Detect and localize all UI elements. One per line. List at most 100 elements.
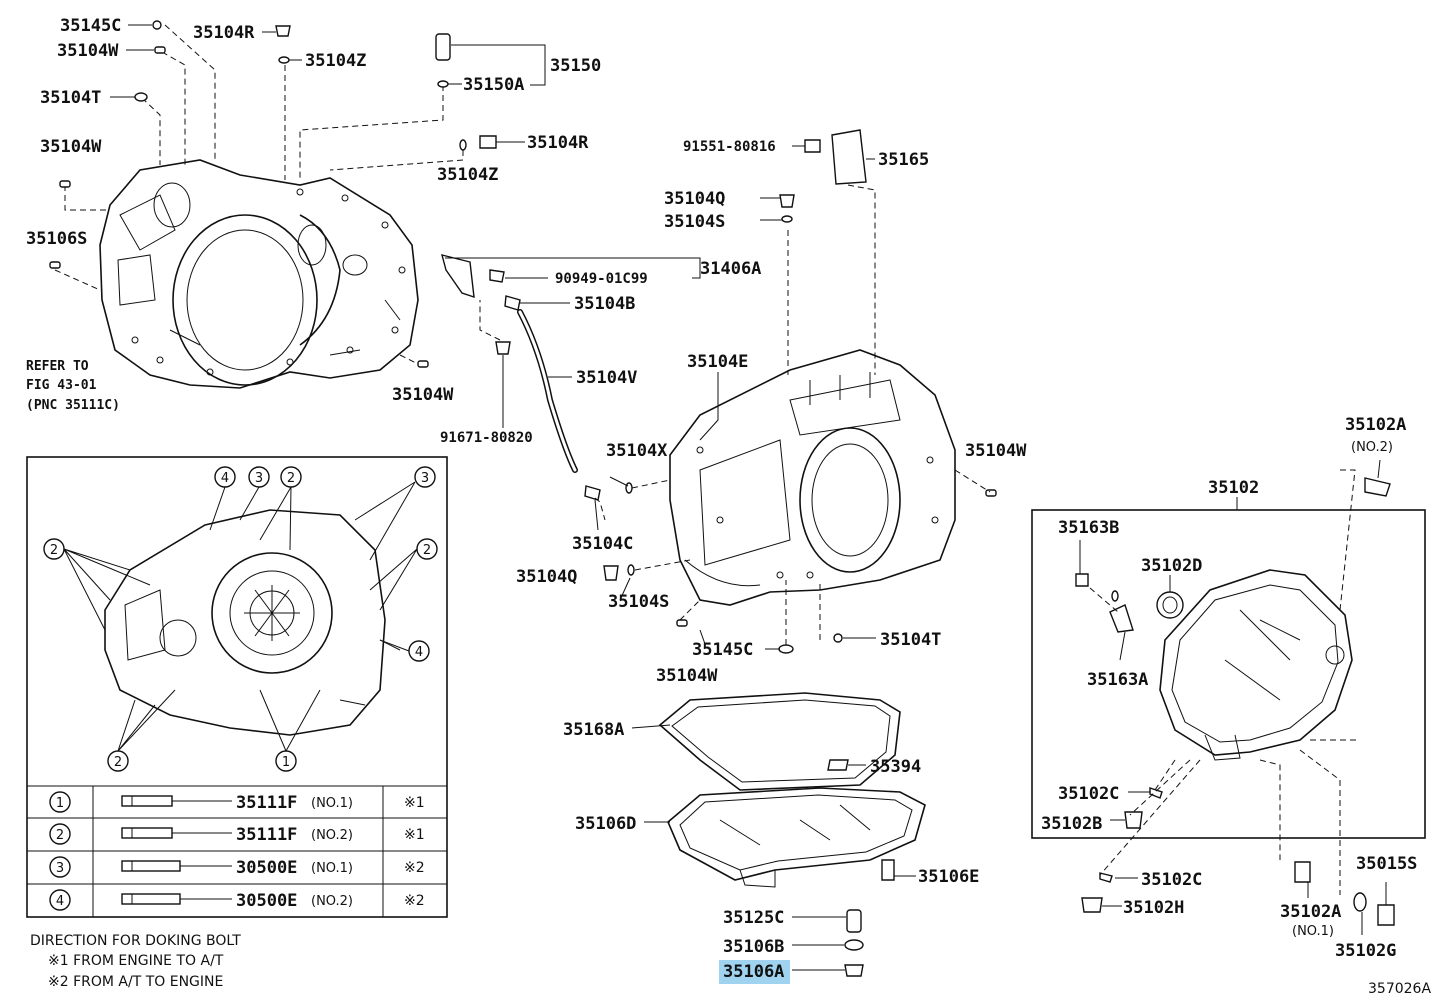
row4-direction: ※2 <box>404 893 425 909</box>
table-row: 1 35111F (NO.1) ※1 <box>49 791 425 813</box>
label-35394[interactable]: 35394 <box>870 757 921 777</box>
label-35104W-c[interactable]: 35104W <box>392 385 454 405</box>
row3-part: 30500E <box>236 858 297 878</box>
label-35106A[interactable]: 35106A <box>723 962 784 982</box>
table-row: 4 30500E (NO.2) ※2 <box>49 889 425 911</box>
callout-2-left: 2 <box>50 543 58 558</box>
label-35145C-top[interactable]: 35145C <box>60 16 121 36</box>
label-35104W-d[interactable]: 35104W <box>965 441 1027 461</box>
label-35102A-bot-no: (NO.1) <box>1292 924 1334 939</box>
transaxle-housing-drawing <box>99 159 419 389</box>
label-35106E[interactable]: 35106E <box>918 867 979 887</box>
label-35150[interactable]: 35150 <box>550 56 601 76</box>
label-35102A-bot[interactable]: 35102A <box>1280 902 1341 922</box>
label-35102C-a[interactable]: 35102C <box>1058 784 1119 804</box>
notes-heading: DIRECTION FOR DOKING BOLT <box>30 933 241 949</box>
callout-1-bottom: 1 <box>282 755 290 770</box>
label-35104W-e[interactable]: 35104W <box>656 666 718 686</box>
label-35104T-bot[interactable]: 35104T <box>880 630 941 650</box>
row2-no: (NO.2) <box>311 828 353 843</box>
label-35102A-top-no: (NO.2) <box>1351 440 1393 455</box>
table-row: 2 35111F (NO.2) ※1 <box>49 823 425 845</box>
transmission-case-drawing <box>669 349 956 606</box>
figure-code: 357026A <box>1368 981 1431 997</box>
label-35104R-mid[interactable]: 35104R <box>527 133 589 153</box>
label-35163B[interactable]: 35163B <box>1058 518 1119 538</box>
label-91551-80816[interactable]: 91551-80816 <box>683 139 776 155</box>
label-35106B[interactable]: 35106B <box>723 937 784 957</box>
label-90949-01C99[interactable]: 90949-01C99 <box>555 271 648 287</box>
label-35104S-bot[interactable]: 35104S <box>608 592 669 612</box>
label-35106D[interactable]: 35106D <box>575 814 636 834</box>
label-35125C[interactable]: 35125C <box>723 908 784 928</box>
label-35104B[interactable]: 35104B <box>574 294 635 314</box>
label-35102C-b[interactable]: 35102C <box>1141 870 1202 890</box>
label-35165[interactable]: 35165 <box>878 150 929 170</box>
label-35104Q-bot[interactable]: 35104Q <box>516 567 577 587</box>
label-35104S-top[interactable]: 35104S <box>664 212 725 232</box>
refer-line3: (PNC 35111C) <box>26 398 120 413</box>
label-35104R-top[interactable]: 35104R <box>193 23 255 43</box>
row3-no: (NO.1) <box>311 861 353 876</box>
part-labels: 35145C 35104R 35104Z 35104W 35104T 35150… <box>26 16 1431 997</box>
oil-pan-gasket-drawing <box>658 692 901 791</box>
note-2: ※2 FROM A/T TO ENGINE <box>48 974 223 990</box>
label-35104Q-top[interactable]: 35104Q <box>664 189 725 209</box>
label-91671-80820[interactable]: 91671-80820 <box>440 430 533 446</box>
table-row: 3 30500E (NO.1) ※2 <box>49 856 425 878</box>
label-35104W-b[interactable]: 35104W <box>40 137 102 157</box>
label-35104C[interactable]: 35104C <box>572 534 633 554</box>
refer-line2: FIG 43-01 <box>26 378 97 393</box>
row4-no: (NO.2) <box>311 894 353 909</box>
label-35104T-top[interactable]: 35104T <box>40 88 101 108</box>
label-35104W-a[interactable]: 35104W <box>57 41 119 61</box>
row2-circle: 2 <box>56 828 64 843</box>
label-35106S[interactable]: 35106S <box>26 229 87 249</box>
callout-4-right: 4 <box>415 645 423 660</box>
label-35102[interactable]: 35102 <box>1208 478 1259 498</box>
label-35102H[interactable]: 35102H <box>1123 898 1184 918</box>
oil-pan-drawing <box>667 787 926 888</box>
label-35104X[interactable]: 35104X <box>606 441 668 461</box>
row1-direction: ※1 <box>404 795 425 811</box>
bolt-inset-drawing <box>104 509 401 736</box>
row4-circle: 4 <box>56 894 64 909</box>
label-35015S[interactable]: 35015S <box>1356 854 1417 874</box>
label-35168A[interactable]: 35168A <box>563 720 624 740</box>
note-1: ※1 FROM ENGINE TO A/T <box>48 953 224 969</box>
label-35102G[interactable]: 35102G <box>1335 941 1396 961</box>
label-35102A-top[interactable]: 35102A <box>1345 415 1406 435</box>
label-35145C-bot[interactable]: 35145C <box>692 640 753 660</box>
label-35102D[interactable]: 35102D <box>1141 556 1202 576</box>
label-35102B[interactable]: 35102B <box>1041 814 1102 834</box>
row4-part: 30500E <box>236 891 297 911</box>
row1-circle: 1 <box>56 796 64 811</box>
row2-part: 35111F <box>236 825 297 845</box>
label-35104Z-mid[interactable]: 35104Z <box>437 165 498 185</box>
label-35104Z-top[interactable]: 35104Z <box>305 51 366 71</box>
label-35150A[interactable]: 35150A <box>463 75 524 95</box>
highlight-35106A <box>719 960 790 984</box>
refer-line1: REFER TO <box>26 359 89 374</box>
callout-2-bottom: 2 <box>114 755 122 770</box>
inset-callouts: 4 3 2 3 2 2 4 2 1 <box>43 466 438 772</box>
row1-part: 35111F <box>236 793 297 813</box>
label-35104E[interactable]: 35104E <box>687 352 748 372</box>
row1-no: (NO.1) <box>311 796 353 811</box>
label-31406A[interactable]: 31406A <box>700 259 761 279</box>
label-35163A[interactable]: 35163A <box>1087 670 1148 690</box>
label-35104V[interactable]: 35104V <box>576 368 637 388</box>
row3-circle: 3 <box>56 861 64 876</box>
row2-direction: ※1 <box>404 827 425 843</box>
callout-2-top: 2 <box>287 471 295 486</box>
callout-2-right: 2 <box>423 543 431 558</box>
bolt-inset-frame <box>26 456 448 918</box>
side-cover-box <box>1031 509 1426 839</box>
callout-3-right: 3 <box>421 471 429 486</box>
callout-3-top: 3 <box>255 471 263 486</box>
side-cover-drawing <box>1159 569 1353 761</box>
callout-4-top: 4 <box>221 471 229 486</box>
bolt-table <box>27 785 447 917</box>
row3-direction: ※2 <box>404 860 425 876</box>
